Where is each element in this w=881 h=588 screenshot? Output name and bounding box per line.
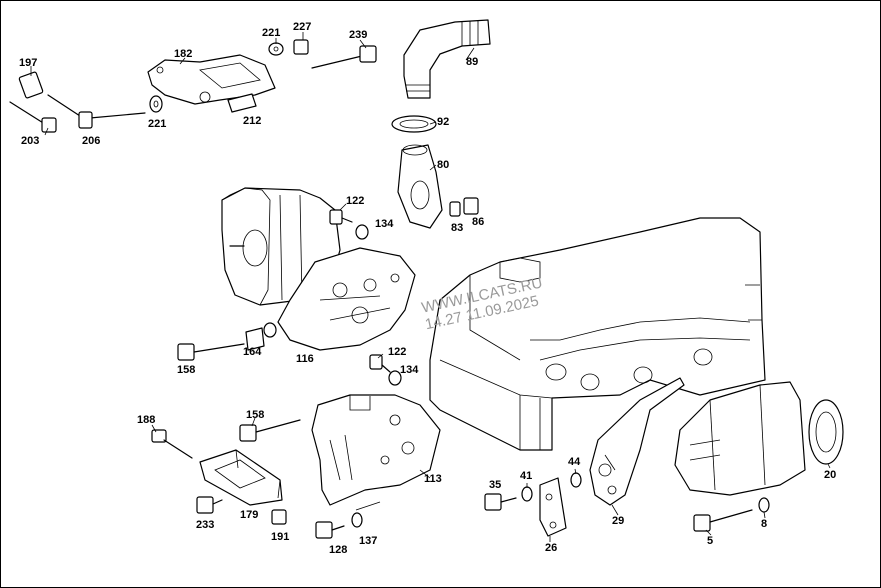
- elbow-80: [397, 144, 443, 229]
- callout-134a[interactable]: 134: [375, 218, 394, 230]
- callout-8[interactable]: 8: [761, 518, 768, 530]
- bracket-29: [589, 377, 685, 506]
- callout-116[interactable]: 116: [296, 353, 314, 365]
- bracket-26: [539, 477, 567, 537]
- callout-239[interactable]: 239: [349, 29, 368, 41]
- callout-83[interactable]: 83: [451, 222, 464, 234]
- callout-134b[interactable]: 134: [400, 364, 419, 376]
- callout-179[interactable]: 179: [240, 509, 259, 521]
- callout-233[interactable]: 233: [196, 519, 215, 531]
- support-179: [199, 449, 283, 506]
- callout-188[interactable]: 188: [137, 414, 156, 426]
- callout-20[interactable]: 20: [824, 469, 837, 481]
- callout-182[interactable]: 182: [174, 48, 193, 60]
- callout-86[interactable]: 86: [472, 216, 485, 228]
- hose-89: [403, 19, 491, 99]
- callout-113[interactable]: 113: [424, 473, 442, 485]
- callout-212[interactable]: 212: [243, 115, 262, 127]
- callout-164[interactable]: 164: [243, 346, 262, 358]
- fasteners: [9, 39, 770, 539]
- bracket-182: [147, 54, 276, 105]
- callout-122b[interactable]: 122: [388, 346, 407, 358]
- callout-197[interactable]: 197: [19, 57, 38, 69]
- callout-89[interactable]: 89: [466, 56, 479, 68]
- callout-137[interactable]: 137: [359, 535, 378, 547]
- callout-221a[interactable]: 221: [148, 118, 167, 130]
- callout-80[interactable]: 80: [437, 159, 450, 171]
- callout-5[interactable]: 5: [707, 535, 714, 547]
- callout-158a[interactable]: 158: [177, 364, 196, 376]
- engine-block: [429, 217, 766, 451]
- callout-122a[interactable]: 122: [346, 195, 365, 207]
- callout-158b[interactable]: 158: [246, 409, 265, 421]
- callout-44[interactable]: 44: [568, 456, 581, 468]
- callout-92[interactable]: 92: [437, 116, 450, 128]
- mount-113: [311, 394, 441, 506]
- callout-29[interactable]: 29: [612, 515, 625, 527]
- callout-26[interactable]: 26: [545, 542, 558, 554]
- callout-41[interactable]: 41: [520, 470, 533, 482]
- clamp-92: [391, 115, 437, 133]
- callout-227[interactable]: 227: [293, 21, 312, 33]
- callout-203[interactable]: 203: [21, 135, 40, 147]
- callout-191[interactable]: 191: [271, 531, 290, 543]
- callout-206[interactable]: 206: [82, 135, 101, 147]
- starter-motor: [674, 381, 844, 496]
- mount-116: [277, 247, 416, 351]
- callout-221b[interactable]: 221: [262, 27, 281, 39]
- callout-35[interactable]: 35: [489, 479, 502, 491]
- callout-128[interactable]: 128: [329, 544, 348, 556]
- leader-lines: [30, 32, 831, 542]
